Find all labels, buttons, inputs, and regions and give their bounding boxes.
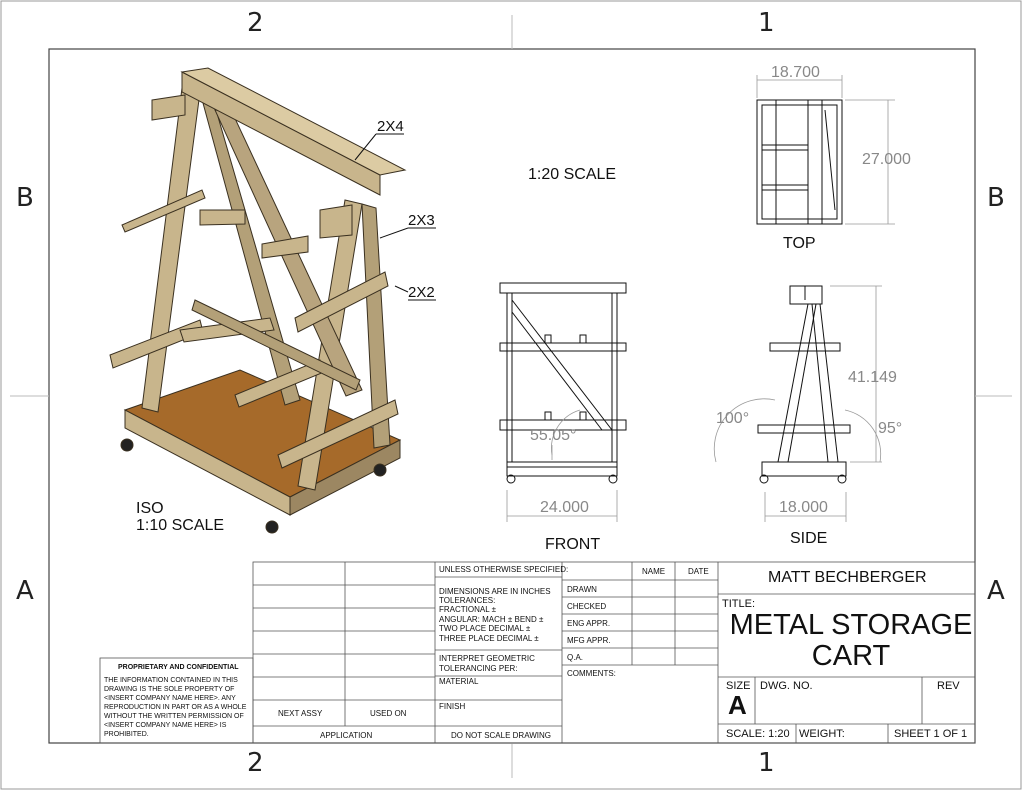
callout-2x2: 2X2	[408, 284, 435, 301]
front-width-dim: 24.000	[540, 499, 589, 516]
interpret-note: INTERPRET GEOMETRIC	[439, 654, 535, 663]
front-angle-dim: 55.05°	[530, 427, 577, 444]
dwg-no-label: DWG. NO.	[760, 680, 813, 692]
proprietary-line1: THE INFORMATION CONTAINED IN THIS	[104, 677, 238, 684]
weight-label: WEIGHT:	[799, 728, 845, 740]
application-label: APPLICATION	[320, 731, 373, 740]
proprietary-line2: DRAWING IS THE SOLE PROPERTY OF	[104, 686, 235, 693]
date-header: DATE	[688, 567, 709, 576]
do-not-scale-label: DO NOT SCALE DRAWING	[451, 731, 552, 740]
name-header: NAME	[642, 567, 666, 576]
top-view	[756, 99, 843, 225]
proprietary-heading: PROPRIETARY AND CONFIDENTIAL	[118, 664, 239, 671]
zone-top-right: 1	[758, 8, 775, 38]
rev-label: REV	[937, 680, 960, 692]
tolerancing-note: TOLERANCING PER:	[439, 664, 518, 673]
zone-bottom-right: 1	[758, 748, 775, 778]
proprietary-line6: <INSERT COMPANY NAME HERE> IS	[104, 722, 227, 729]
iso-view	[109, 67, 407, 534]
title-block-grid	[99, 561, 976, 744]
front-view-label: FRONT	[545, 536, 601, 553]
checked-label: CHECKED	[567, 602, 607, 611]
two-place-note: TWO PLACE DECIMAL ±	[439, 624, 531, 633]
top-width-dim: 18.700	[771, 64, 820, 81]
three-place-note: THREE PLACE DECIMAL ±	[439, 634, 539, 643]
used-on-label: USED ON	[370, 709, 407, 718]
callout-2x4: 2X4	[377, 118, 404, 135]
drawing-title-line1: METAL STORAGE	[729, 609, 973, 641]
zone-left-upper: B	[16, 183, 34, 213]
proprietary-line4: REPRODUCTION IN PART OR AS A WHOLE	[104, 704, 247, 711]
zone-right-upper: B	[987, 183, 1005, 213]
zone-bottom-left: 2	[247, 748, 264, 778]
comments-label: COMMENTS:	[567, 669, 616, 678]
scale-label: SCALE: 1:20	[726, 728, 790, 740]
finish-label: FINISH	[439, 702, 466, 711]
iso-scale-label: 1:10 SCALE	[136, 517, 225, 534]
proprietary-line3: <INSERT COMPANY NAME HERE>. ANY	[104, 695, 236, 702]
next-assy-label: NEXT ASSY	[278, 709, 323, 718]
drawn-label: DRAWN	[567, 585, 597, 594]
fractional-note: FRACTIONAL ±	[439, 605, 496, 614]
callout-2x3: 2X3	[408, 212, 435, 229]
zone-right-lower: A	[987, 576, 1005, 606]
side-height-dim: 41.149	[848, 369, 897, 386]
unless-note: UNLESS OTHERWISE SPECIFIED:	[439, 565, 569, 574]
scale-note: 1:20 SCALE	[528, 166, 617, 183]
top-view-label: TOP	[783, 235, 816, 252]
front-view	[499, 282, 627, 484]
drawing-title-line2: CART	[811, 640, 891, 672]
iso-label: ISO	[136, 500, 164, 517]
tolerances-note: TOLERANCES:	[439, 596, 496, 605]
zone-top-left: 2	[247, 8, 264, 38]
side-width-dim: 18.000	[779, 499, 828, 516]
size-value: A	[728, 690, 747, 720]
size-label: SIZE	[726, 680, 751, 692]
material-label: MATERIAL	[439, 677, 479, 686]
proprietary-line5: WITHOUT THE WRITTEN PERMISSION OF	[104, 713, 244, 720]
title-label: TITLE:	[722, 598, 756, 610]
top-height-dim: 27.000	[862, 151, 911, 168]
sheet-label: SHEET 1 OF 1	[894, 728, 968, 740]
side-view-label: SIDE	[790, 530, 828, 547]
angular-note: ANGULAR: MACH ± BEND ±	[439, 615, 544, 624]
side-angle-left: 100°	[716, 410, 750, 427]
side-view	[757, 285, 851, 484]
zone-left-lower: A	[16, 576, 34, 606]
mfg-appr-label: MFG APPR.	[567, 636, 611, 645]
dims-note: DIMENSIONS ARE IN INCHES	[439, 587, 551, 596]
eng-appr-label: ENG APPR.	[567, 619, 611, 628]
qa-label: Q.A.	[567, 653, 584, 662]
proprietary-line7: PROHIBITED.	[104, 731, 149, 738]
side-angle-right: 95°	[878, 420, 903, 437]
author-name: MATT BECHBERGER	[768, 569, 927, 586]
